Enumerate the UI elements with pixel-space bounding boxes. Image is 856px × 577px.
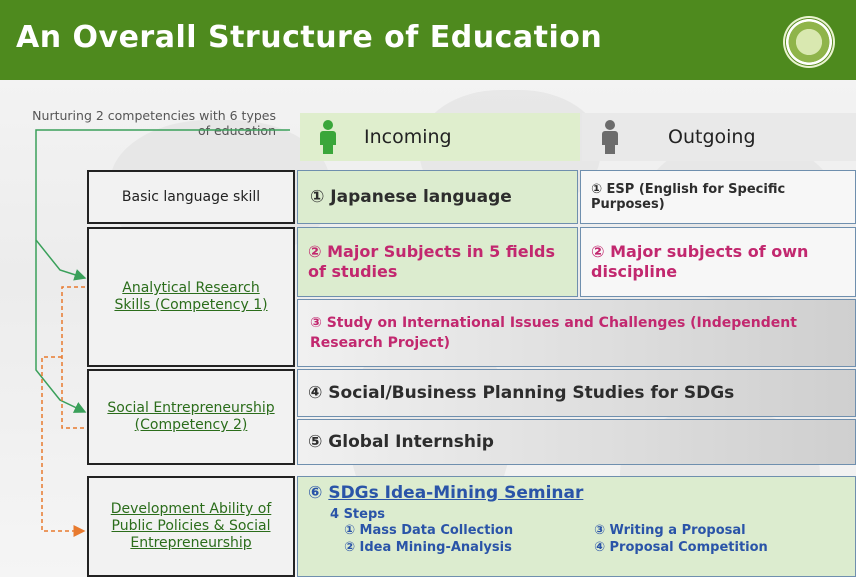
step-item: ① Mass Data Collection [344,523,514,538]
sdgs-seminar-title: SDGs Idea-Mining Seminar [328,483,584,503]
major-subjects-five-fields-cell: ② Major Subjects in 5 fields of studies [297,227,578,297]
step-item: ③ Writing a Proposal [594,523,746,538]
green-arrow-competency2 [35,240,87,413]
person-icon [602,120,618,154]
steps-label: 4 Steps [330,507,386,522]
japanese-language-cell: ① Japanese language [297,170,578,224]
esp-cell: ① ESP (English for Specific Purposes) [580,170,856,224]
sdgs-number: ⑥ [308,483,323,503]
orange-dashed-arrow-2 [41,356,86,537]
steps-list: ① Mass Data Collection ③ Writing a Propo… [344,522,845,556]
basic-language-label: Basic language skill [87,170,295,224]
outgoing-header: Outgoing [582,113,856,161]
incoming-header: Incoming [300,113,580,161]
outgoing-label: Outgoing [668,126,756,148]
incoming-label: Incoming [364,126,452,148]
major-subjects-own-discipline-cell: ② Major subjects of own discipline [580,227,856,297]
university-seal-icon [783,16,835,68]
green-arrow-competency1 [35,129,290,281]
social-business-planning-cell: ④ Social/Business Planning Studies for S… [297,369,856,417]
global-internship-cell: ⑤ Global Internship [297,419,856,465]
person-icon [320,120,336,154]
international-issues-cell: ③ Study on International Issues and Chal… [297,299,856,367]
sdgs-seminar-cell: ⑥ SDGs Idea-Mining Seminar 4 Steps ① Mas… [297,476,856,577]
social-entrepreneurship-label: Social Entrepreneurship (Competency 2) [87,369,295,465]
step-item: ② Idea Mining-Analysis [344,540,512,555]
development-ability-label: Development Ability of Public Policies &… [87,476,295,577]
analytical-research-label: Analytical Research Skills (Competency 1… [87,227,295,367]
page-title: An Overall Structure of Education [16,20,603,55]
title-bar: An Overall Structure of Education [0,0,856,80]
step-item: ④ Proposal Competition [594,540,768,555]
